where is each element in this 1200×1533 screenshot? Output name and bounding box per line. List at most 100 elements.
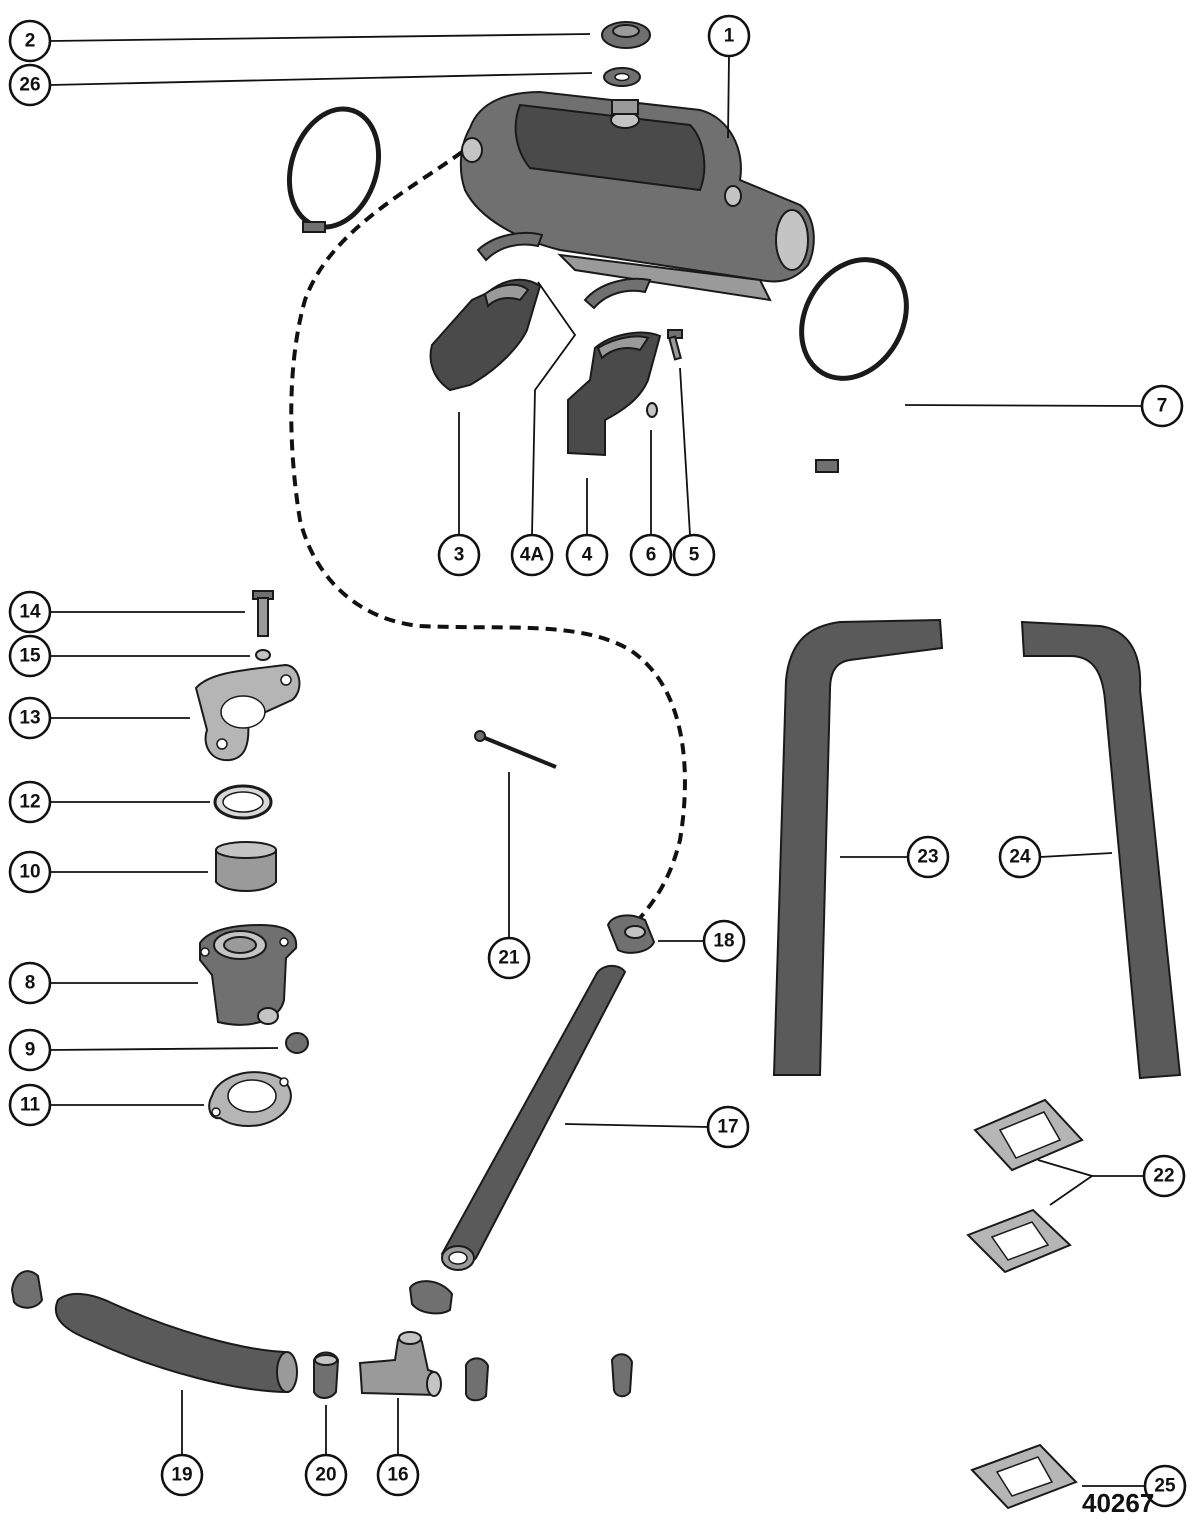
leader-26 [49, 72, 593, 86]
leader-24 [1039, 852, 1113, 858]
callout-4: 4 [565, 533, 609, 577]
svg-text:1: 1 [724, 26, 735, 47]
seal-ring-inner [222, 791, 264, 813]
svg-text:10: 10 [19, 862, 40, 883]
callout-22: 22 [1142, 1154, 1186, 1198]
gasket-part-22-lower [966, 1208, 1072, 1274]
callout-5: 5 [672, 533, 716, 577]
svg-text:6: 6 [646, 545, 657, 566]
svg-text:25: 25 [1154, 1476, 1176, 1497]
callout-12: 12 [8, 780, 52, 824]
leader-2 [49, 33, 591, 42]
svg-text:7: 7 [1157, 396, 1168, 417]
bracket-part-4 [567, 331, 662, 457]
callout-19: 19 [160, 1453, 204, 1497]
svg-text:4: 4 [582, 545, 593, 566]
bolt-part-5 [667, 329, 683, 361]
svg-text:20: 20 [315, 1465, 336, 1486]
leader-5 [679, 367, 691, 536]
svg-text:21: 21 [498, 948, 520, 969]
pin-part-21 [474, 730, 557, 769]
callout-15: 15 [8, 634, 52, 678]
svg-text:24: 24 [1009, 847, 1031, 868]
callout-23: 23 [906, 835, 950, 879]
svg-text:2: 2 [25, 31, 36, 52]
leader-4a [531, 281, 577, 536]
callout-26: 26 [8, 63, 52, 107]
callout-4a: 4A [510, 533, 554, 577]
svg-text:26: 26 [19, 75, 40, 96]
callout-11: 11 [8, 1083, 52, 1127]
svg-text:15: 15 [19, 646, 41, 667]
callout-8: 8 [8, 961, 52, 1005]
clamp-right [610, 1353, 634, 1398]
svg-text:19: 19 [171, 1465, 192, 1486]
bracket-part-3 [429, 278, 542, 392]
callout-9: 9 [8, 1028, 52, 1072]
hose-part-19 [54, 1293, 298, 1394]
gasket-part-22-upper [973, 1098, 1084, 1172]
gasket-part-25 [970, 1443, 1078, 1510]
leader-7 [904, 404, 1143, 407]
svg-text:12: 12 [19, 792, 40, 813]
plug-part-9 [285, 1032, 309, 1054]
washer-part-6 [646, 402, 658, 418]
svg-text:13: 13 [19, 708, 40, 729]
clamp-part-20 [313, 1351, 340, 1399]
svg-text:22: 22 [1153, 1166, 1174, 1187]
svg-text:8: 8 [25, 973, 36, 994]
bolt-part-14 [252, 590, 274, 637]
figure-number: 40267 [1082, 1488, 1154, 1518]
leader-17 [564, 1123, 709, 1128]
callout-25: 25 [1143, 1464, 1187, 1508]
svg-text:9: 9 [25, 1040, 36, 1061]
callout-1: 1 [707, 14, 751, 58]
callout-24: 24 [998, 835, 1042, 879]
svg-text:3: 3 [454, 545, 465, 566]
cap-part-2 [601, 21, 651, 49]
clamp-part-7 [799, 257, 909, 473]
svg-text:14: 14 [19, 602, 41, 623]
callout-17: 17 [706, 1105, 750, 1149]
clamp-above-tee [408, 1280, 454, 1315]
hose-part-24 [1020, 620, 1182, 1080]
callout-2: 2 [8, 19, 52, 63]
clamp-upper-left [286, 106, 382, 233]
hose-part-17 [440, 964, 627, 1271]
callout-18: 18 [702, 919, 746, 963]
gasket-part-11 [208, 1071, 292, 1128]
callout-13: 13 [8, 696, 52, 740]
washer-part-15 [255, 649, 271, 661]
callout-10: 10 [8, 850, 52, 894]
svg-text:11: 11 [20, 1095, 41, 1116]
svg-text:4A: 4A [520, 545, 545, 566]
callout-21: 21 [487, 936, 531, 980]
heat-exchanger-part-1 [459, 90, 815, 302]
svg-text:23: 23 [917, 847, 938, 868]
saddle-pads-part-4a [476, 232, 652, 310]
clamp-left-end [10, 1270, 44, 1309]
leader-1 [727, 55, 730, 139]
callout-6: 6 [629, 533, 673, 577]
callout-3: 3 [437, 533, 481, 577]
tee-fitting-part-16 [358, 1331, 442, 1397]
svg-text:18: 18 [713, 931, 734, 952]
callout-16: 16 [376, 1453, 420, 1497]
callout-14: 14 [8, 590, 52, 634]
sleeve-part-10 [215, 841, 277, 892]
dashed-hose-route [289, 150, 687, 920]
leader-22 [1037, 1159, 1095, 1206]
seal-part-26 [603, 67, 641, 87]
clamp-middle [465, 1357, 490, 1402]
svg-text:17: 17 [717, 1117, 738, 1138]
gasket-part-13 [194, 663, 301, 762]
thermostat-housing-part-8 [199, 923, 298, 1026]
hose-part-23 [772, 618, 944, 1076]
svg-text:16: 16 [387, 1465, 408, 1486]
callout-7: 7 [1140, 384, 1184, 428]
svg-text:5: 5 [689, 545, 700, 566]
fitting-part-18 [606, 914, 656, 954]
callout-20: 20 [304, 1453, 348, 1497]
leader-9 [49, 1047, 279, 1051]
